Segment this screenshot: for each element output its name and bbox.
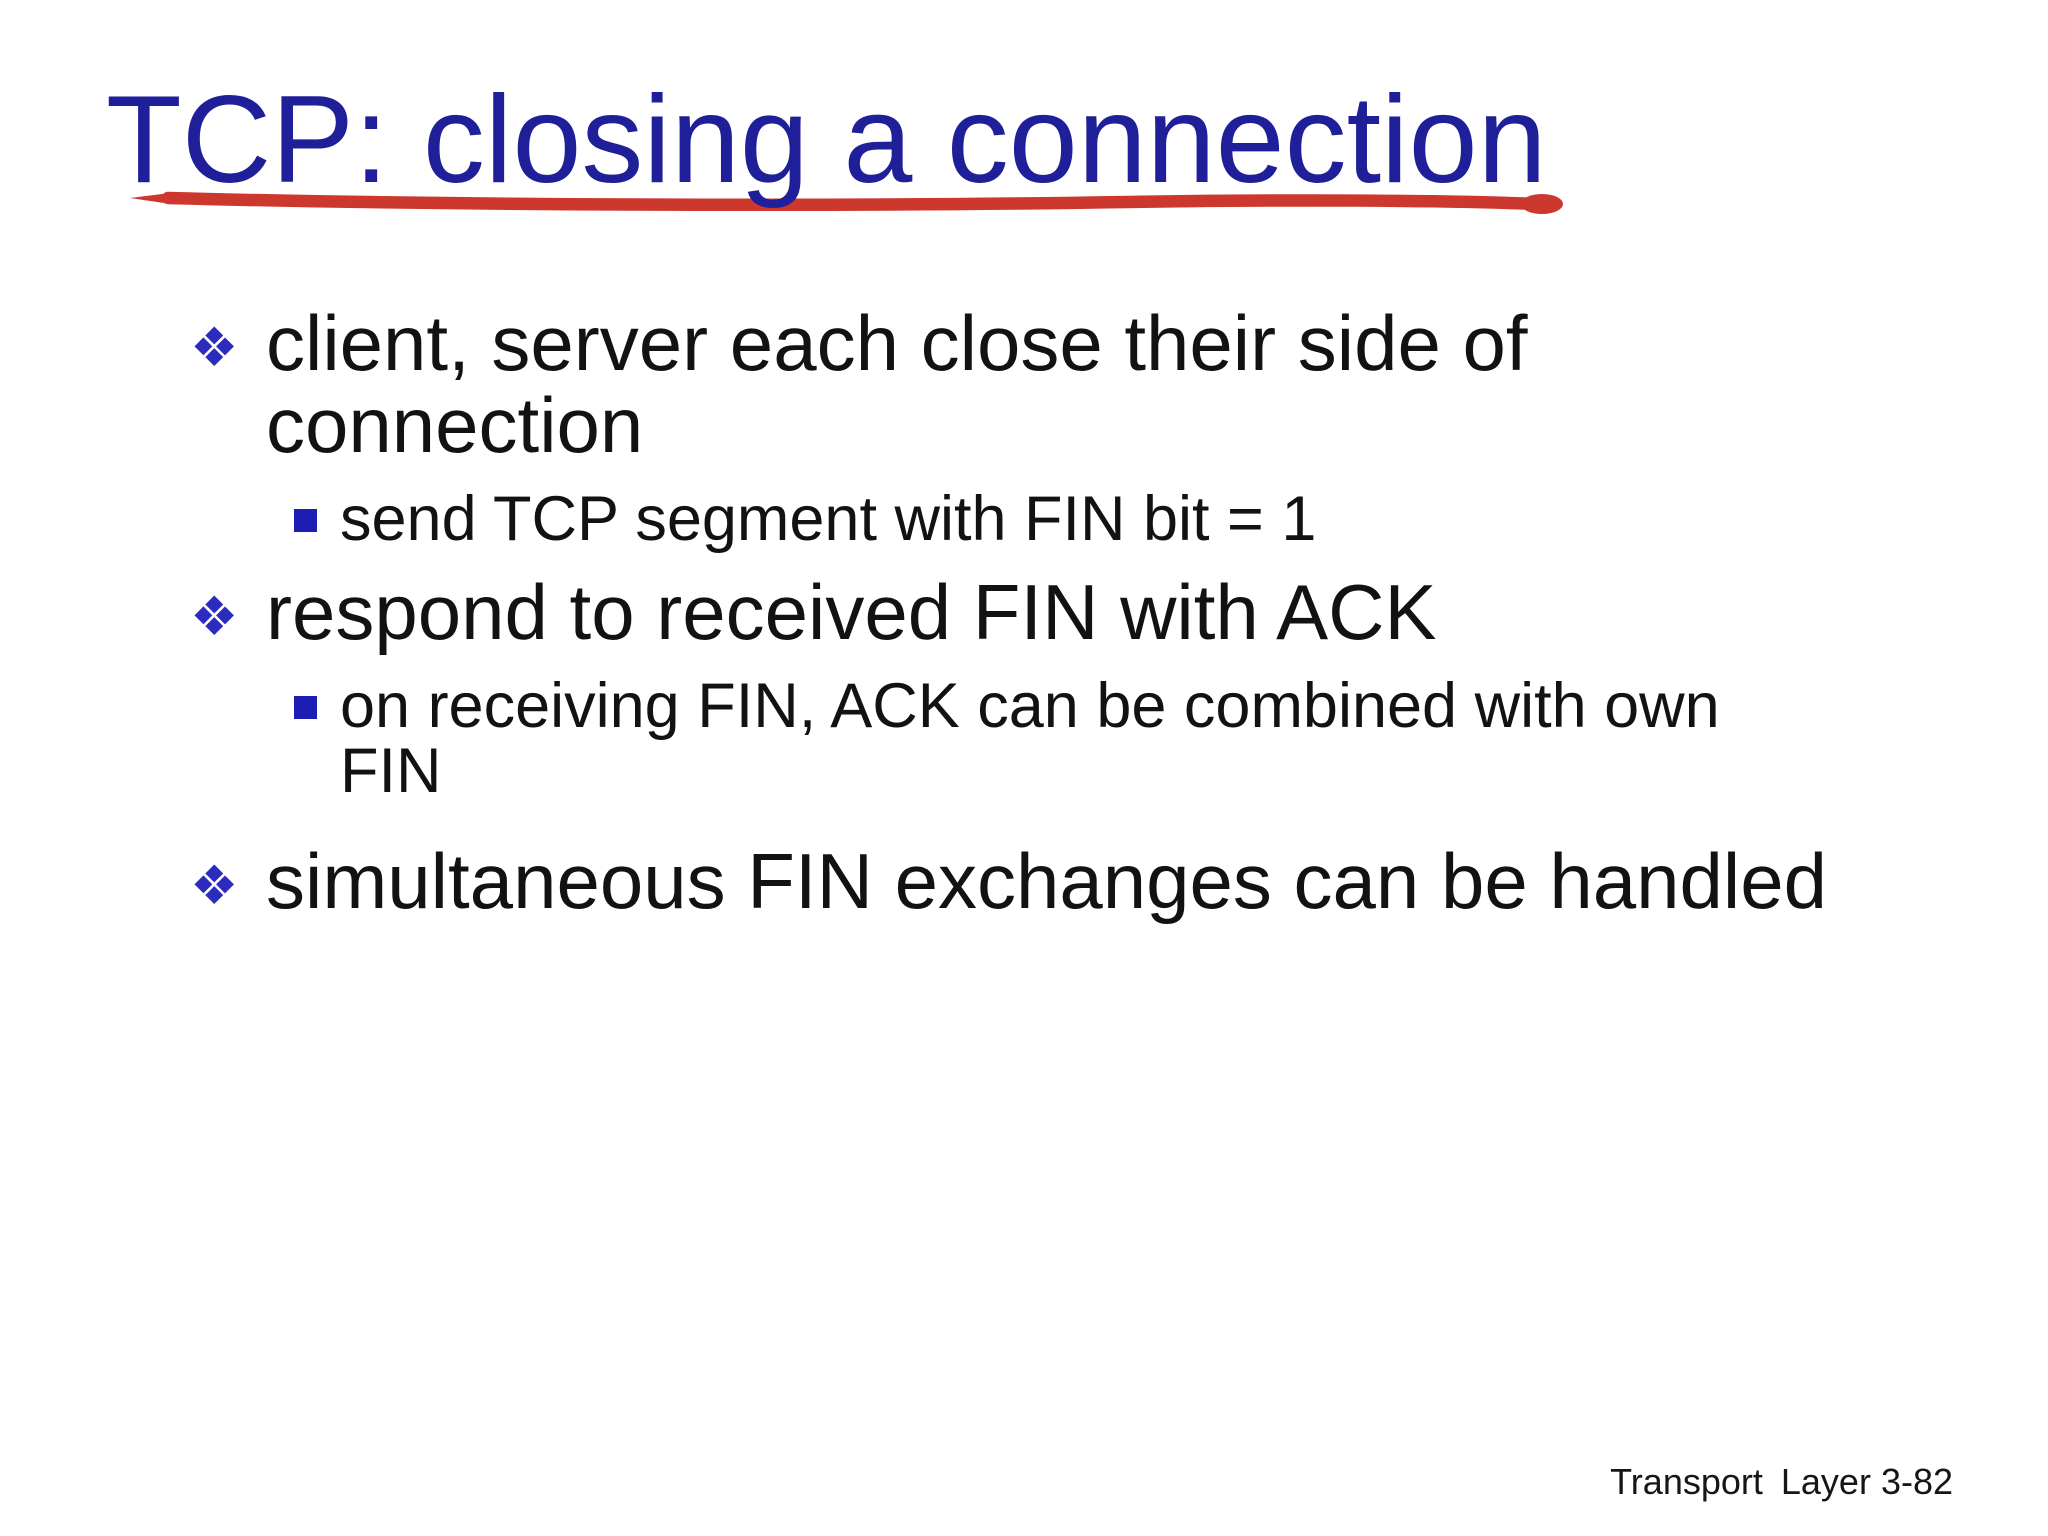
four-diamond-bullet-icon: ❖ — [190, 318, 239, 378]
bullet-line: connection — [266, 381, 644, 469]
footer: Transport Layer 3-82 — [1610, 1462, 1953, 1502]
bullet-line: on receiving FIN, ACK can be combined wi… — [340, 671, 1720, 741]
footer-section-label: Transport Layer — [1610, 1461, 1871, 1502]
square-bullet-icon — [294, 509, 317, 532]
bullet-item: ❖ respond to received FIN with ACK — [190, 571, 1950, 653]
bullet-item: ❖ client, server each close their side o… — [190, 302, 1950, 466]
bullet-text: send TCP segment with FIN bit = 1 — [340, 487, 1950, 552]
bullet-line: simultaneous FIN exchanges can be handle… — [266, 837, 1827, 925]
footer-page-number: 3-82 — [1880, 1461, 1953, 1502]
bullet-item: send TCP segment with FIN bit = 1 — [190, 487, 1950, 552]
bullet-text: simultaneous FIN exchanges can be handle… — [266, 840, 1950, 922]
bullet-item: ❖ simultaneous FIN exchanges can be hand… — [190, 840, 1950, 922]
bullet-line: FIN — [340, 736, 442, 806]
bullet-item: on receiving FIN, ACK can be combined wi… — [190, 674, 1950, 804]
square-bullet-icon — [294, 696, 317, 719]
four-diamond-bullet-icon: ❖ — [190, 587, 239, 647]
red-underline-icon — [130, 191, 1563, 214]
bullet-line: send TCP segment with FIN bit = 1 — [340, 484, 1317, 554]
red-underline-stroke — [128, 186, 1568, 230]
bullet-text: respond to received FIN with ACK — [266, 571, 1950, 653]
slide-title: TCP: closing a connection — [106, 71, 1547, 209]
four-diamond-bullet-icon: ❖ — [190, 856, 239, 916]
bullet-text: client, server each close their side of … — [266, 302, 1950, 466]
bullet-line: respond to received FIN with ACK — [266, 568, 1437, 656]
bullet-text: on receiving FIN, ACK can be combined wi… — [340, 674, 1950, 804]
bullet-line: client, server each close their side of — [266, 299, 1528, 387]
